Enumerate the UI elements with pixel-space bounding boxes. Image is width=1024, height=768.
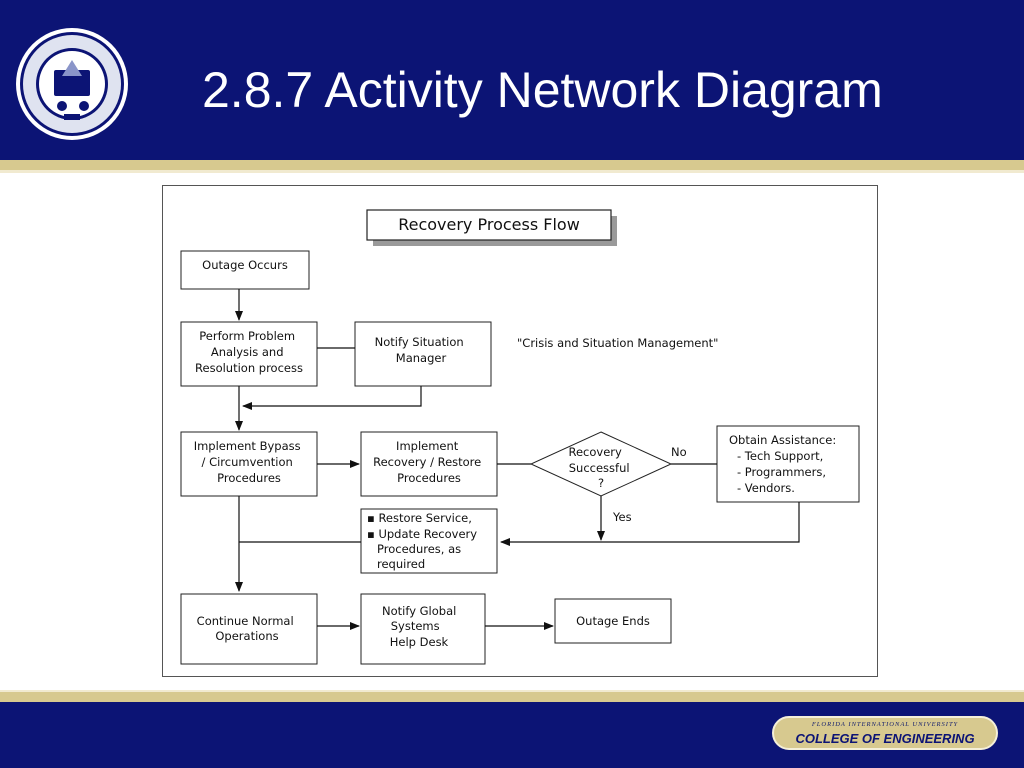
implement-recovery-line-3: Procedures (397, 471, 461, 485)
label-continue-normal: Continue Normal Operations (197, 614, 298, 643)
obtain-assistance-line-2: - Tech Support, (737, 449, 823, 463)
implement-bypass-line-3: Procedures (217, 471, 281, 485)
slide-title: 2.8.7 Activity Network Diagram (202, 62, 883, 118)
header-divider-gold (0, 160, 1024, 170)
diagram-frame: Recovery Process Flow (162, 185, 878, 677)
implement-bypass-line-2: / Circumvention (202, 455, 293, 469)
box-notify-helpdesk (360, 593, 486, 665)
college-badge: FLORIDA INTERNATIONAL UNIVERSITY COLLEGE… (772, 716, 998, 750)
obtain-assistance-line-3: - Programmers, (737, 465, 826, 479)
restore-service-line-3: Procedures, as (377, 542, 461, 556)
label-implement-recovery: Implement Recovery / Restore Procedures (373, 439, 485, 485)
label-decision: Recovery Successful ? (569, 445, 634, 490)
footer-divider-gold (0, 692, 1024, 702)
arrow-notify-return (242, 386, 422, 410)
label-restore-service: ▪ Restore Service, ▪ Update Recovery Pro… (367, 511, 481, 571)
label-notify-manager: Notify Situation Manager (375, 335, 468, 365)
continue-normal-line-2: Operations (215, 629, 278, 643)
title-box (366, 209, 612, 241)
label-perform-analysis: Perform Problem Analysis and Resolution … (195, 329, 303, 375)
footer-divider-cream (0, 690, 1024, 693)
fiu-seal-icon (16, 28, 128, 140)
continue-normal-line-1: Continue Normal (197, 614, 294, 628)
restore-service-line-4: required (377, 557, 425, 571)
box-implement-bypass (180, 431, 318, 497)
label-yes: Yes (612, 510, 632, 524)
box-obtain-assistance (716, 425, 860, 503)
decision-line-3: ? (598, 476, 604, 490)
label-no: No (671, 445, 687, 459)
obtain-assistance-line-4: - Vendors. (737, 481, 795, 495)
obtain-assistance-line-1: Obtain Assistance: (729, 433, 836, 447)
perform-analysis-line-1: Perform Problem (199, 329, 295, 343)
notify-helpdesk-line-3: Help Desk (390, 635, 449, 649)
arrow-assistance-to-restore (500, 502, 800, 546)
implement-bypass-line-1: Implement Bypass (194, 439, 301, 453)
notify-helpdesk-line-1: Notify Global (382, 604, 456, 618)
diagram-title: Recovery Process Flow (398, 215, 580, 234)
box-implement-recovery (360, 431, 498, 497)
perform-analysis-line-2: Analysis and (211, 345, 284, 359)
crisis-note: "Crisis and Situation Management" (517, 336, 718, 350)
recovery-flow-diagram: Recovery Process Flow (180, 209, 860, 665)
label-outage-occurs: Outage Occurs (202, 258, 288, 272)
notify-helpdesk-line-2: Systems (391, 619, 440, 633)
outage-ends-line-1: Outage Ends (576, 614, 650, 628)
perform-analysis-line-3: Resolution process (195, 361, 303, 375)
box-restore-service (360, 508, 498, 574)
decision-line-2: Successful (569, 461, 630, 475)
implement-recovery-line-1: Implement (396, 439, 459, 453)
label-implement-bypass: Implement Bypass / Circumvention Procedu… (194, 439, 305, 485)
box-outage-occurs (180, 250, 310, 290)
outage-occurs-line-1: Outage Occurs (202, 258, 288, 272)
header-divider-cream (0, 170, 1024, 173)
label-outage-ends: Outage Ends (576, 614, 650, 628)
box-continue-normal (180, 593, 318, 665)
notify-manager-line-2: Manager (396, 351, 447, 365)
header-bar (0, 0, 1024, 160)
notify-manager-line-1: Notify Situation (375, 335, 464, 349)
restore-service-line-1: ▪ Restore Service, (367, 511, 472, 525)
badge-college-text: COLLEGE OF ENGINEERING (795, 731, 975, 746)
label-notify-helpdesk: Notify Global Systems Help Desk (382, 604, 460, 649)
box-notify-manager (354, 321, 492, 387)
badge-university-text: FLORIDA INTERNATIONAL UNIVERSITY (811, 721, 959, 728)
decision-line-1: Recovery (569, 445, 623, 459)
restore-service-line-2: ▪ Update Recovery (367, 527, 477, 541)
label-obtain-assistance: Obtain Assistance: - Tech Support, - Pro… (729, 433, 840, 495)
box-outage-ends (554, 598, 672, 644)
implement-recovery-line-2: Recovery / Restore (373, 455, 481, 469)
box-perform-analysis (180, 321, 318, 387)
